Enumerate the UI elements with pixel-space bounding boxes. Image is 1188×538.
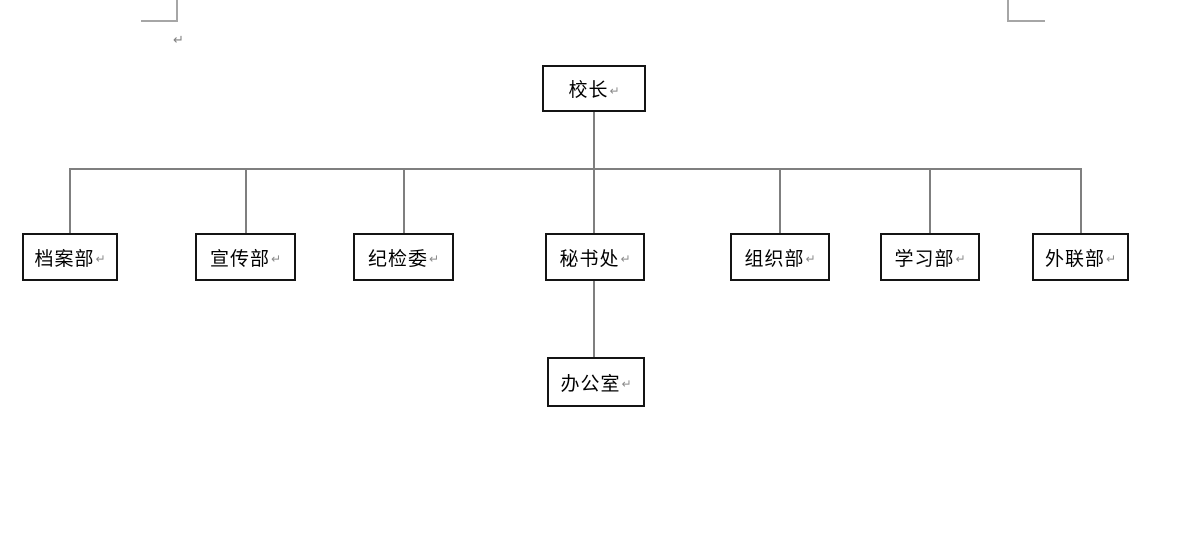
paragraph-mark-icon: ↵ [609,83,620,98]
org-node-label: 组织部 [744,247,805,270]
org-node-label: 学习部 [894,247,955,270]
connector-drop-dept-2 [403,168,405,234]
connector-horizontal-rail [69,168,1082,170]
org-node-archives[interactable]: 档案部↵ [22,233,118,281]
paragraph-mark-icon: ↵ [955,252,966,266]
connector-drop-dept-4 [779,168,781,234]
org-node-label: 办公室 [560,372,621,395]
org-node-principal[interactable]: 校长↵ [542,65,646,112]
org-node-secretariat[interactable]: 秘书处↵ [545,233,645,281]
org-node-label: 纪检委 [367,247,428,270]
org-node-study[interactable]: 学习部↵ [880,233,980,281]
paragraph-mark-icon: ↵ [95,252,106,266]
org-node-publicity[interactable]: 宣传部↵ [195,233,296,281]
crop-mark-top-right-horizontal [1007,20,1045,22]
crop-mark-top-right-vertical [1007,0,1009,22]
org-node-label: 外联部 [1044,247,1105,270]
connector-drop-dept-1 [245,168,247,234]
org-node-discipline[interactable]: 纪检委↵ [353,233,454,281]
paragraph-mark-icon: ↵ [620,252,631,266]
paragraph-mark-icon: ↵ [1105,252,1117,266]
connector-drop-dept-5 [929,168,931,234]
connector-trunk-vertical [593,111,595,234]
connector-drop-dept-6 [1080,168,1082,234]
crop-mark-top-left-horizontal [141,20,178,22]
org-node-office[interactable]: 办公室↵ [547,357,645,407]
paragraph-mark-icon: ↵ [428,252,440,266]
org-node-organization[interactable]: 组织部↵ [730,233,830,281]
org-node-label: 宣传部 [209,247,270,270]
org-node-label: 秘书处 [559,247,620,270]
paragraph-mark-icon: ↵ [621,377,632,391]
paragraph-mark-icon: ↵ [805,252,816,266]
crop-mark-top-left-vertical [176,0,178,22]
org-node-label: 校长 [568,79,609,101]
paragraph-mark-icon: ↵ [270,252,282,266]
connector-secretariat-office [593,280,595,358]
paragraph-mark-icon: ↵ [173,33,184,48]
connector-drop-dept-0 [69,168,71,234]
org-node-label: 档案部 [34,247,95,270]
org-node-external-relations[interactable]: 外联部↵ [1032,233,1129,281]
